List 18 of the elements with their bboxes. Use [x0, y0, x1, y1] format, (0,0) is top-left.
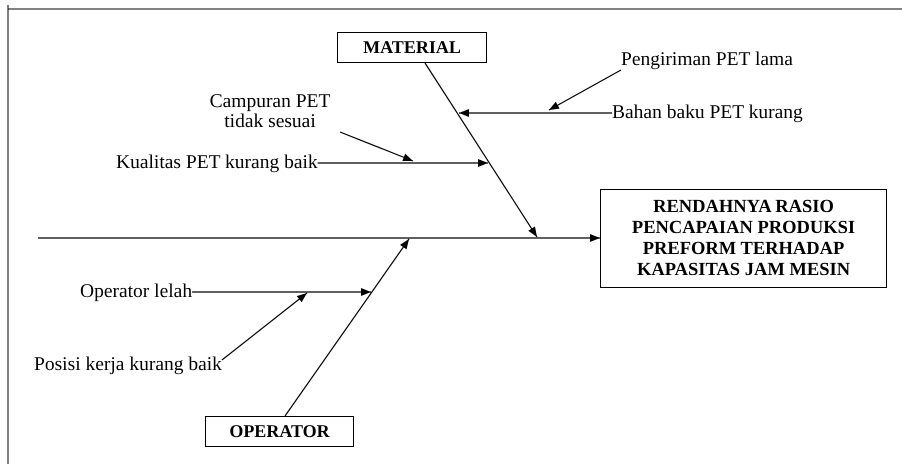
arrow — [424, 62, 538, 238]
arrow — [222, 292, 308, 360]
effect-box: RENDAHNYA RASIO PENCAPAIAN PRODUKSI PREFORM TERHADAP KAPASITAS JAM MESIN — [600, 189, 887, 288]
category-box: MATERIAL — [337, 32, 487, 63]
cause-label: Campuran PET tidak sesuai — [200, 92, 340, 132]
arrow — [38, 234, 600, 242]
cause-label: Kualitas PET kurang baik — [116, 151, 318, 174]
cause-label: Bahan baku PET kurang — [612, 101, 803, 124]
cause-label: Posisi kerja kurang baik — [34, 353, 222, 376]
cause-label: Pengiriman PET lama — [621, 48, 793, 71]
arrow — [318, 159, 488, 167]
arrow — [548, 69, 622, 111]
arrow — [340, 131, 414, 162]
category-box: OPERATOR — [205, 416, 354, 447]
arrow — [284, 238, 410, 416]
arrow — [192, 288, 371, 296]
arrow — [459, 109, 612, 117]
cause-label: Operator lelah — [80, 280, 192, 303]
